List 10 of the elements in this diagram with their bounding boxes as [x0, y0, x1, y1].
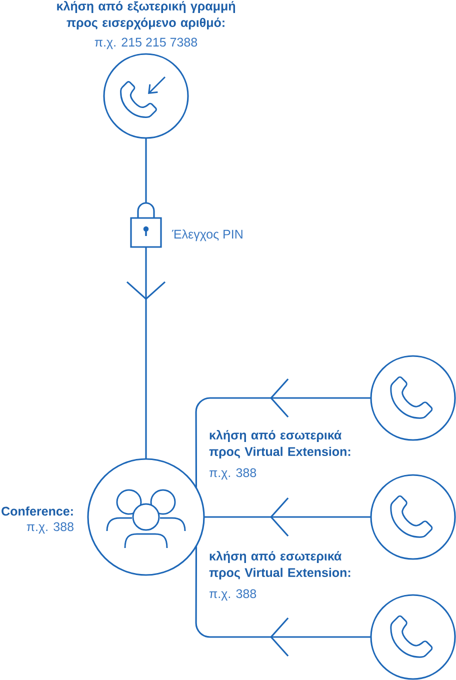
connector-line	[145, 138, 147, 203]
pin-label: Έλεγχος PIN	[172, 229, 242, 242]
heading-text: κλήση από εσωτερικά προς Virtual Extension:	[209, 430, 350, 458]
number-text: π.χ. 388	[26, 522, 74, 534]
heading-text: κλήση από εξωτερική γραμμή προς εισερχόμενο αριθμό:	[57, 1, 235, 30]
heading-text: Conference:	[2, 506, 73, 516]
number-text: π.χ. 388	[209, 589, 256, 601]
lock-icon	[130, 202, 162, 248]
number-text: π.χ. 215 215 7388	[94, 38, 198, 50]
heading-text: κλήση από εσωτερικά προς Virtual Extension:	[209, 551, 350, 580]
